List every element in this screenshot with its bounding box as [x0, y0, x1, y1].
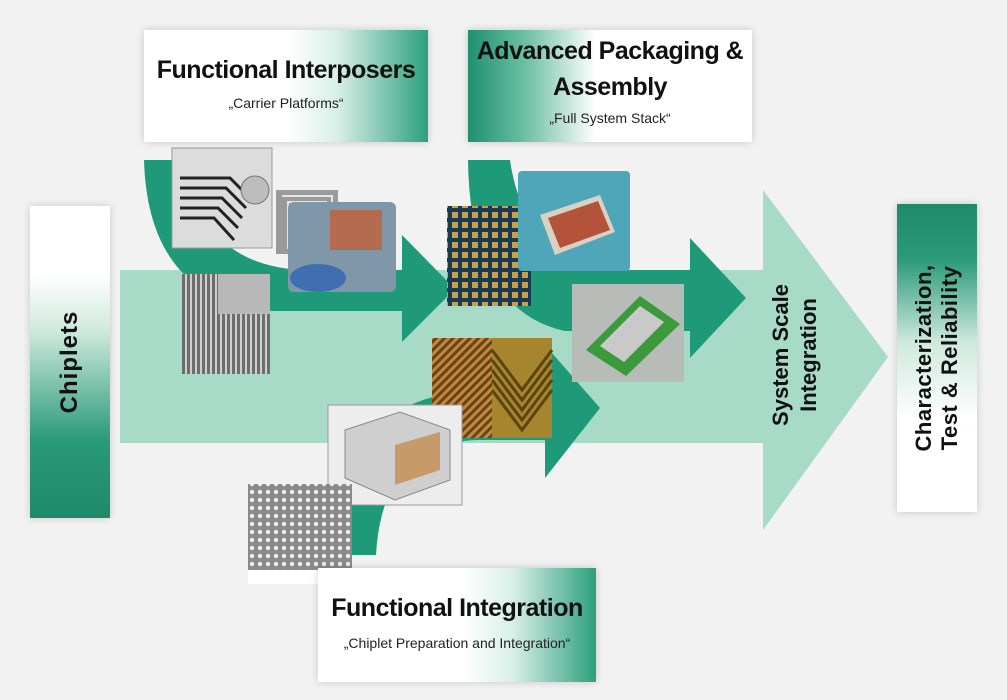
- characterization-label-line2: Test & Reliability: [937, 265, 962, 451]
- functional-integration-subtitle: „Chiplet Preparation and Integration“: [343, 635, 571, 651]
- interposer-photo-4: [182, 274, 218, 374]
- advanced-packaging-box: Advanced Packaging & Assembly „Full Syst…: [468, 30, 752, 142]
- system-scale-integration-label: System Scale Integration: [767, 284, 823, 426]
- interposer-photo-1: [171, 147, 273, 249]
- advanced-packaging-subtitle: „Full System Stack“: [549, 110, 671, 126]
- interposer-photo-5: [218, 274, 270, 374]
- packaging-photo-1: [447, 206, 531, 306]
- characterization-label: Characterization, Test & Reliability: [911, 265, 963, 452]
- advanced-packaging-title-line1: Advanced Packaging &: [476, 37, 744, 65]
- characterization-label-line1: Characterization,: [911, 264, 936, 452]
- functional-interposers-subtitle: „Carrier Platforms“: [228, 95, 344, 111]
- integration-photo-2: [490, 338, 554, 438]
- advanced-packaging-title-line2: Assembly: [552, 73, 668, 101]
- packaging-photo-3: [572, 284, 684, 382]
- chiplets-label: Chiplets: [56, 310, 83, 414]
- functional-interposers-box: Functional Interposers „Carrier Platform…: [144, 30, 428, 142]
- system-scale-label-line1: System Scale: [768, 284, 793, 426]
- functional-integration-title: Functional Integration: [331, 594, 583, 622]
- system-scale-label-line2: Integration: [796, 298, 821, 412]
- functional-interposers-title: Functional Interposers: [156, 56, 416, 84]
- chiplets-box: Chiplets: [30, 206, 110, 518]
- functional-integration-box: Functional Integration „Chiplet Preparat…: [318, 568, 596, 682]
- characterization-box: Characterization, Test & Reliability: [897, 204, 977, 512]
- interposer-photo-3: [288, 202, 396, 292]
- packaging-photo-2: [518, 171, 630, 271]
